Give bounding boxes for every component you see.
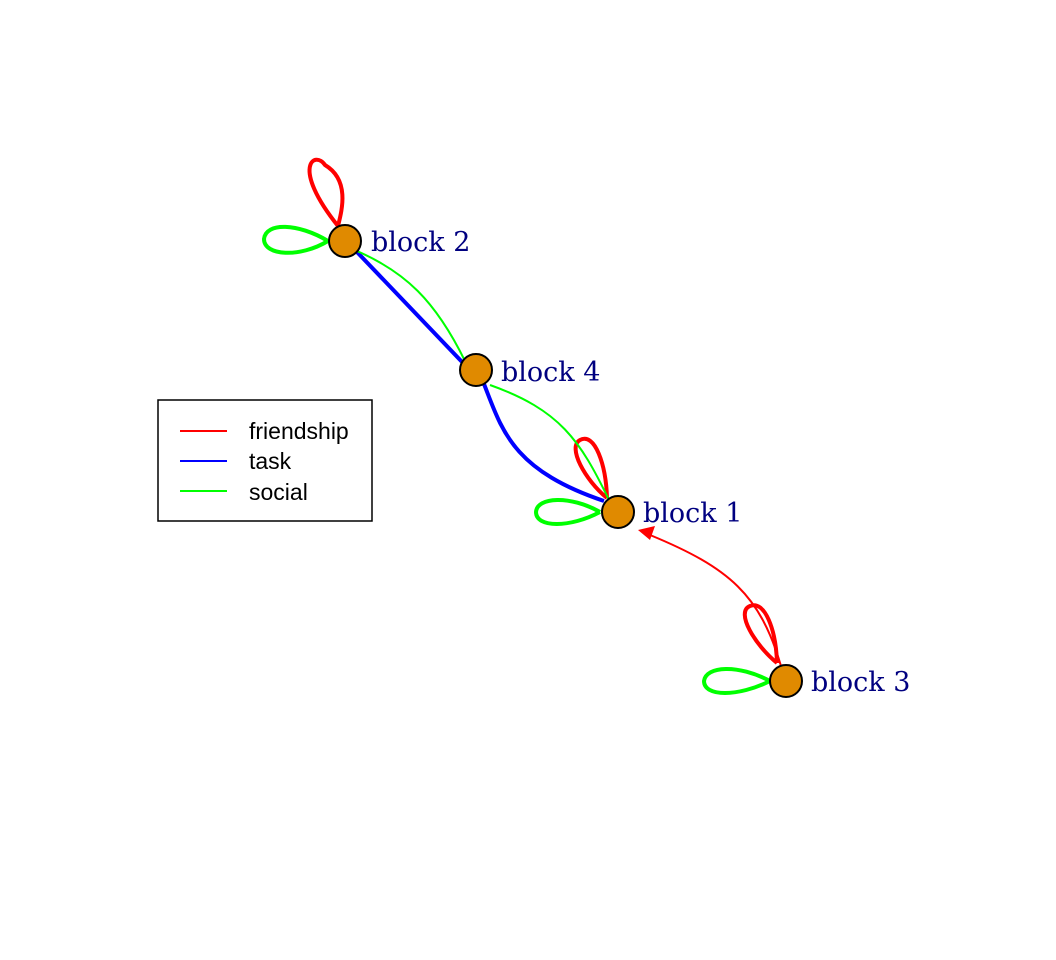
node-block-4 (459, 353, 493, 387)
edge-social-block-4-block-1 (489, 384, 610, 501)
edge-friendship-block-3-block-1 (649, 534, 782, 667)
node-label-block-1: block 1 (643, 498, 742, 529)
loop-social-block-1 (533, 498, 601, 526)
node-label-block-3: block 3 (811, 667, 910, 698)
legend-label-social: social (249, 479, 308, 505)
node-block-1 (601, 495, 635, 529)
loop-friendship-block-2 (307, 157, 345, 228)
edge-task-block-4-block-1 (482, 383, 605, 503)
labels-layer: block 2 block 4 block 1 block 3 (371, 227, 910, 698)
edges-layer (261, 157, 782, 695)
edge-social-block-2-block-4 (356, 250, 466, 362)
node-label-block-2: block 2 (371, 227, 470, 258)
arrowhead-friendship-block-3-block-1 (638, 526, 655, 540)
nodes-layer (328, 224, 803, 698)
node-label-block-4: block 4 (501, 357, 600, 388)
edge-task-block-2-block-4 (354, 249, 466, 366)
node-block-3 (769, 664, 803, 698)
legend: friendship task social (157, 399, 373, 522)
loop-friendship-block-3 (742, 603, 779, 665)
node-block-2 (328, 224, 362, 258)
legend-label-friendship: friendship (249, 418, 349, 444)
loop-social-block-2 (261, 224, 330, 255)
legend-label-task: task (249, 448, 292, 474)
loop-social-block-3 (701, 667, 771, 695)
loop-friendship-block-1 (573, 436, 609, 500)
